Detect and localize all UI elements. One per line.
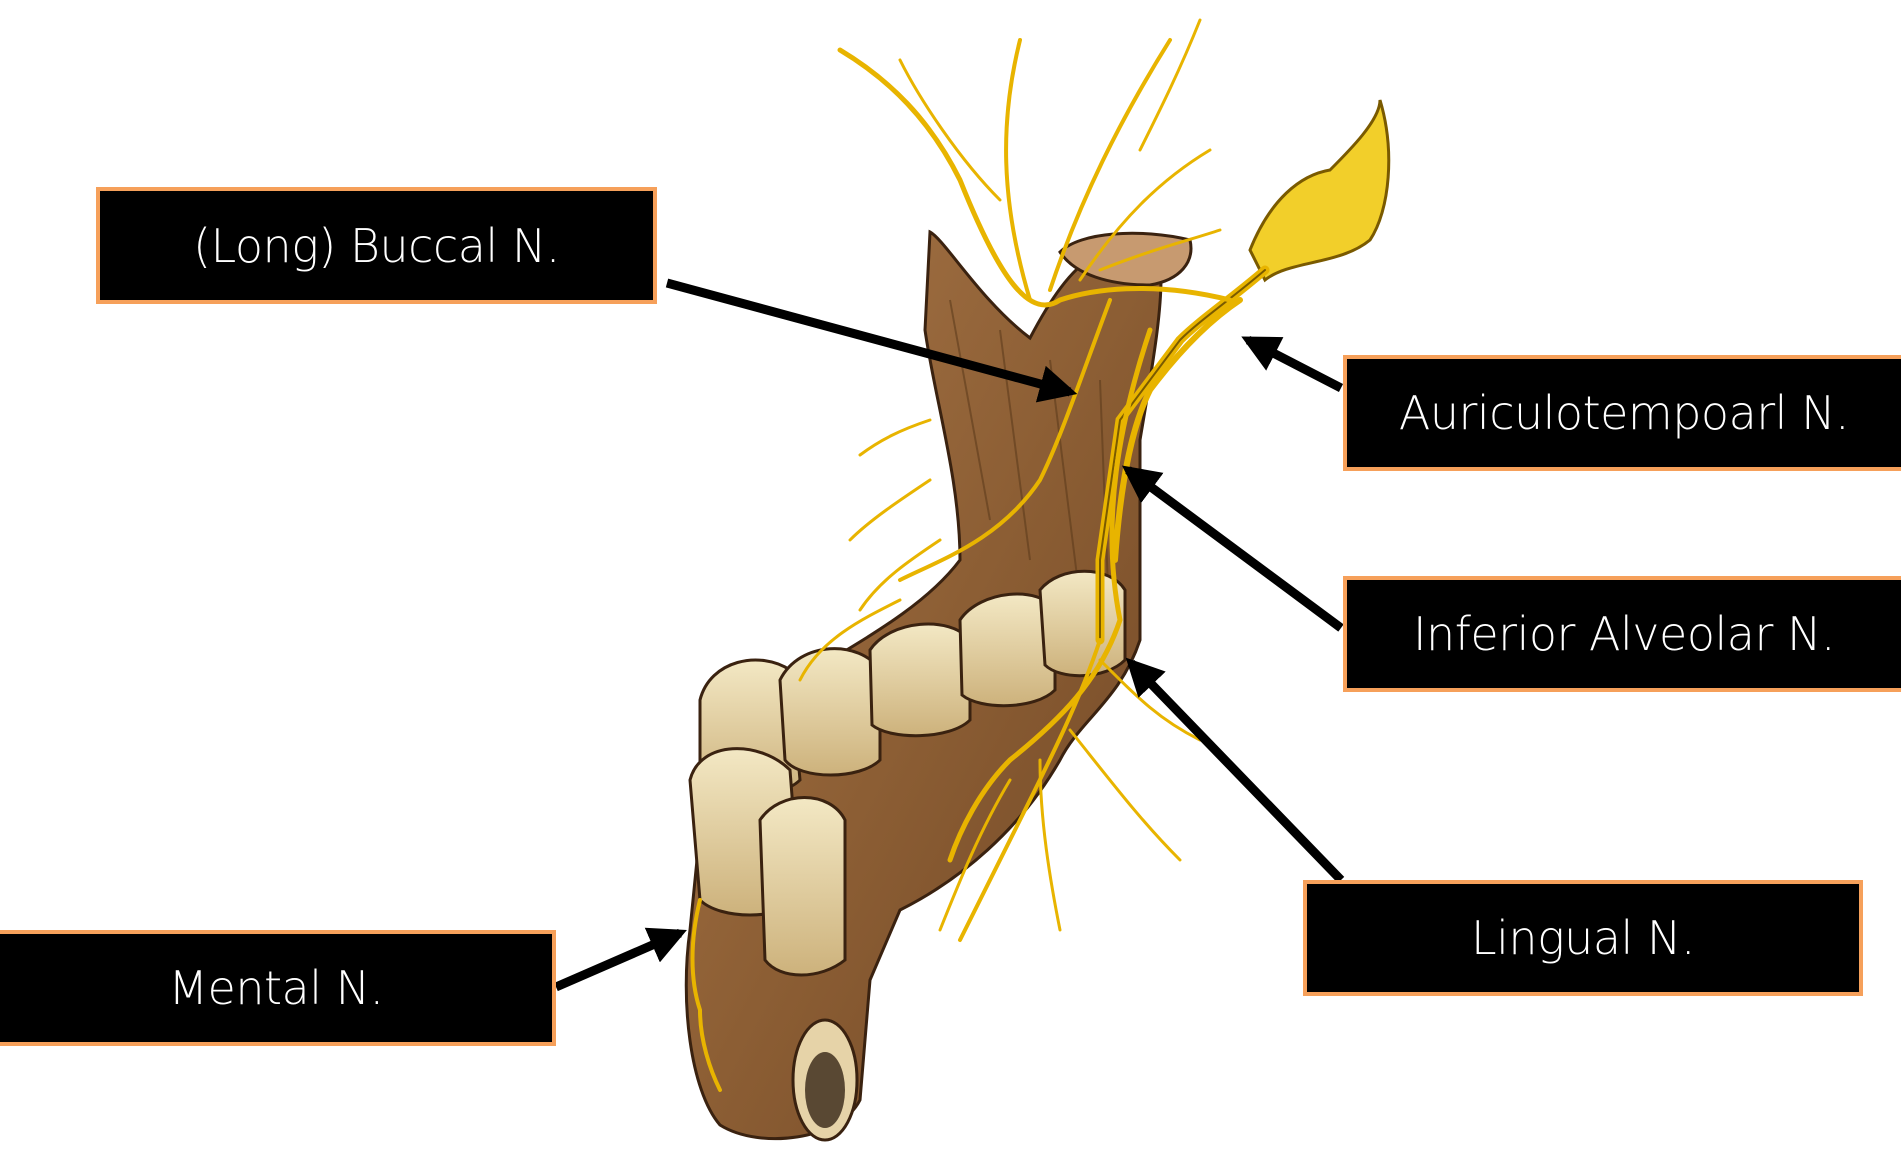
pointer-arrows <box>554 278 1345 992</box>
label-text: Auriculotempoarl N. <box>1398 386 1850 440</box>
label-text: Inferior Alveolar N. <box>1412 607 1836 661</box>
label-lingual-nerve: Lingual N. <box>1303 880 1863 996</box>
label-text: Lingual N. <box>1471 911 1695 965</box>
label-buccal-nerve: (Long) Buccal N. <box>96 187 657 304</box>
label-inferior-alveolar-nerve: Inferior Alveolar N. <box>1343 576 1901 692</box>
arrow-inferior-alveolar <box>1121 465 1344 632</box>
arrow-buccal <box>665 278 1078 403</box>
label-auriculotemporal-nerve: Auriculotempoarl N. <box>1343 355 1901 471</box>
teeth <box>688 569 1127 977</box>
arrow-auriculotemporal <box>1241 336 1344 392</box>
label-mental-nerve: Mental N. <box>0 930 556 1046</box>
label-text: (Long) Buccal N. <box>193 218 560 273</box>
arrow-lingual <box>1125 657 1345 884</box>
label-text: Mental N. <box>168 961 384 1015</box>
arrow-mental <box>554 927 687 992</box>
nerves <box>690 18 1391 1092</box>
